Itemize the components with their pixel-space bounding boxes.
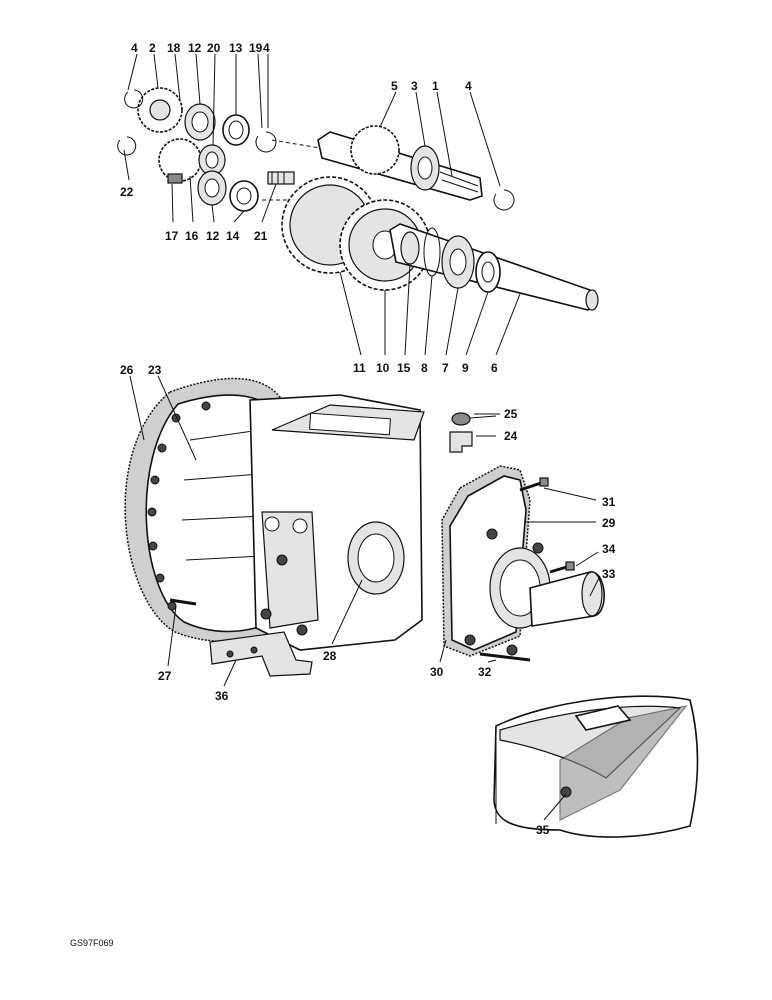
gear-shaft-assembly	[117, 87, 599, 311]
callout-5: 5	[391, 79, 398, 93]
bracket-36	[209, 631, 313, 677]
circlip-19	[255, 131, 277, 153]
pin-17	[167, 173, 183, 184]
circlip-4-left	[124, 89, 144, 109]
callout-12: 12	[206, 229, 220, 243]
callout-34: 34	[602, 542, 616, 556]
callout-4: 4	[263, 41, 270, 55]
callout-4: 4	[131, 41, 138, 55]
pto-shield-35	[493, 695, 699, 838]
stud-32	[479, 652, 531, 662]
callout-32: 32	[478, 665, 492, 679]
circlip-22	[117, 136, 137, 156]
callout-35: 35	[536, 823, 550, 837]
mounting-bracket	[261, 511, 319, 629]
callout-22: 22	[120, 185, 134, 199]
elbow-fitting-24	[449, 431, 473, 453]
sleeve-15	[400, 231, 420, 265]
fittings	[449, 412, 497, 453]
callout-25: 25	[504, 407, 518, 421]
callout-18: 18	[167, 41, 181, 55]
cover-plate-assembly	[441, 465, 605, 662]
callout-17: 17	[165, 229, 179, 243]
callout-30: 30	[430, 665, 444, 679]
callout-14: 14	[226, 229, 240, 243]
shield-tab	[574, 705, 632, 731]
circlip-4-right	[493, 189, 515, 211]
callout-1: 1	[432, 79, 439, 93]
callout-24: 24	[504, 429, 518, 443]
callout-20: 20	[207, 41, 221, 55]
bolt-21	[267, 171, 295, 185]
callout-33: 33	[602, 567, 616, 581]
callout-3: 3	[411, 79, 418, 93]
callout-28: 28	[323, 649, 337, 663]
callout-2: 2	[149, 41, 156, 55]
callout-7: 7	[442, 361, 449, 375]
shield-inner-face	[559, 705, 688, 821]
callout-31: 31	[602, 495, 616, 509]
callout-11: 11	[353, 361, 366, 375]
gear-5	[350, 125, 400, 175]
callout-6: 6	[491, 361, 498, 375]
stud-27	[169, 598, 197, 606]
callout-8: 8	[421, 361, 428, 375]
callout-26: 26	[120, 363, 134, 377]
callout-13: 13	[229, 41, 243, 55]
lower-leader-lines	[129, 375, 601, 821]
callout-19: 19	[249, 41, 263, 55]
callout-12: 12	[188, 41, 202, 55]
callout-15: 15	[397, 361, 411, 375]
callout-23: 23	[148, 363, 162, 377]
callout-labels: 4 2 18 12 20 13 19 4 5 3 1 4 22 17 16 12…	[120, 41, 616, 837]
transmission-housing	[124, 377, 425, 677]
upper-leader-lines	[123, 53, 521, 356]
drawing-code: GS97F069	[70, 938, 114, 948]
callout-9: 9	[462, 361, 469, 375]
callout-21: 21	[254, 229, 268, 243]
callout-27: 27	[158, 669, 172, 683]
callout-16: 16	[185, 229, 199, 243]
callout-4: 4	[465, 79, 472, 93]
plug-25	[451, 412, 471, 426]
callout-10: 10	[376, 361, 390, 375]
callout-29: 29	[602, 516, 616, 530]
flange-bolt-holes	[147, 401, 211, 611]
callout-36: 36	[215, 689, 229, 703]
